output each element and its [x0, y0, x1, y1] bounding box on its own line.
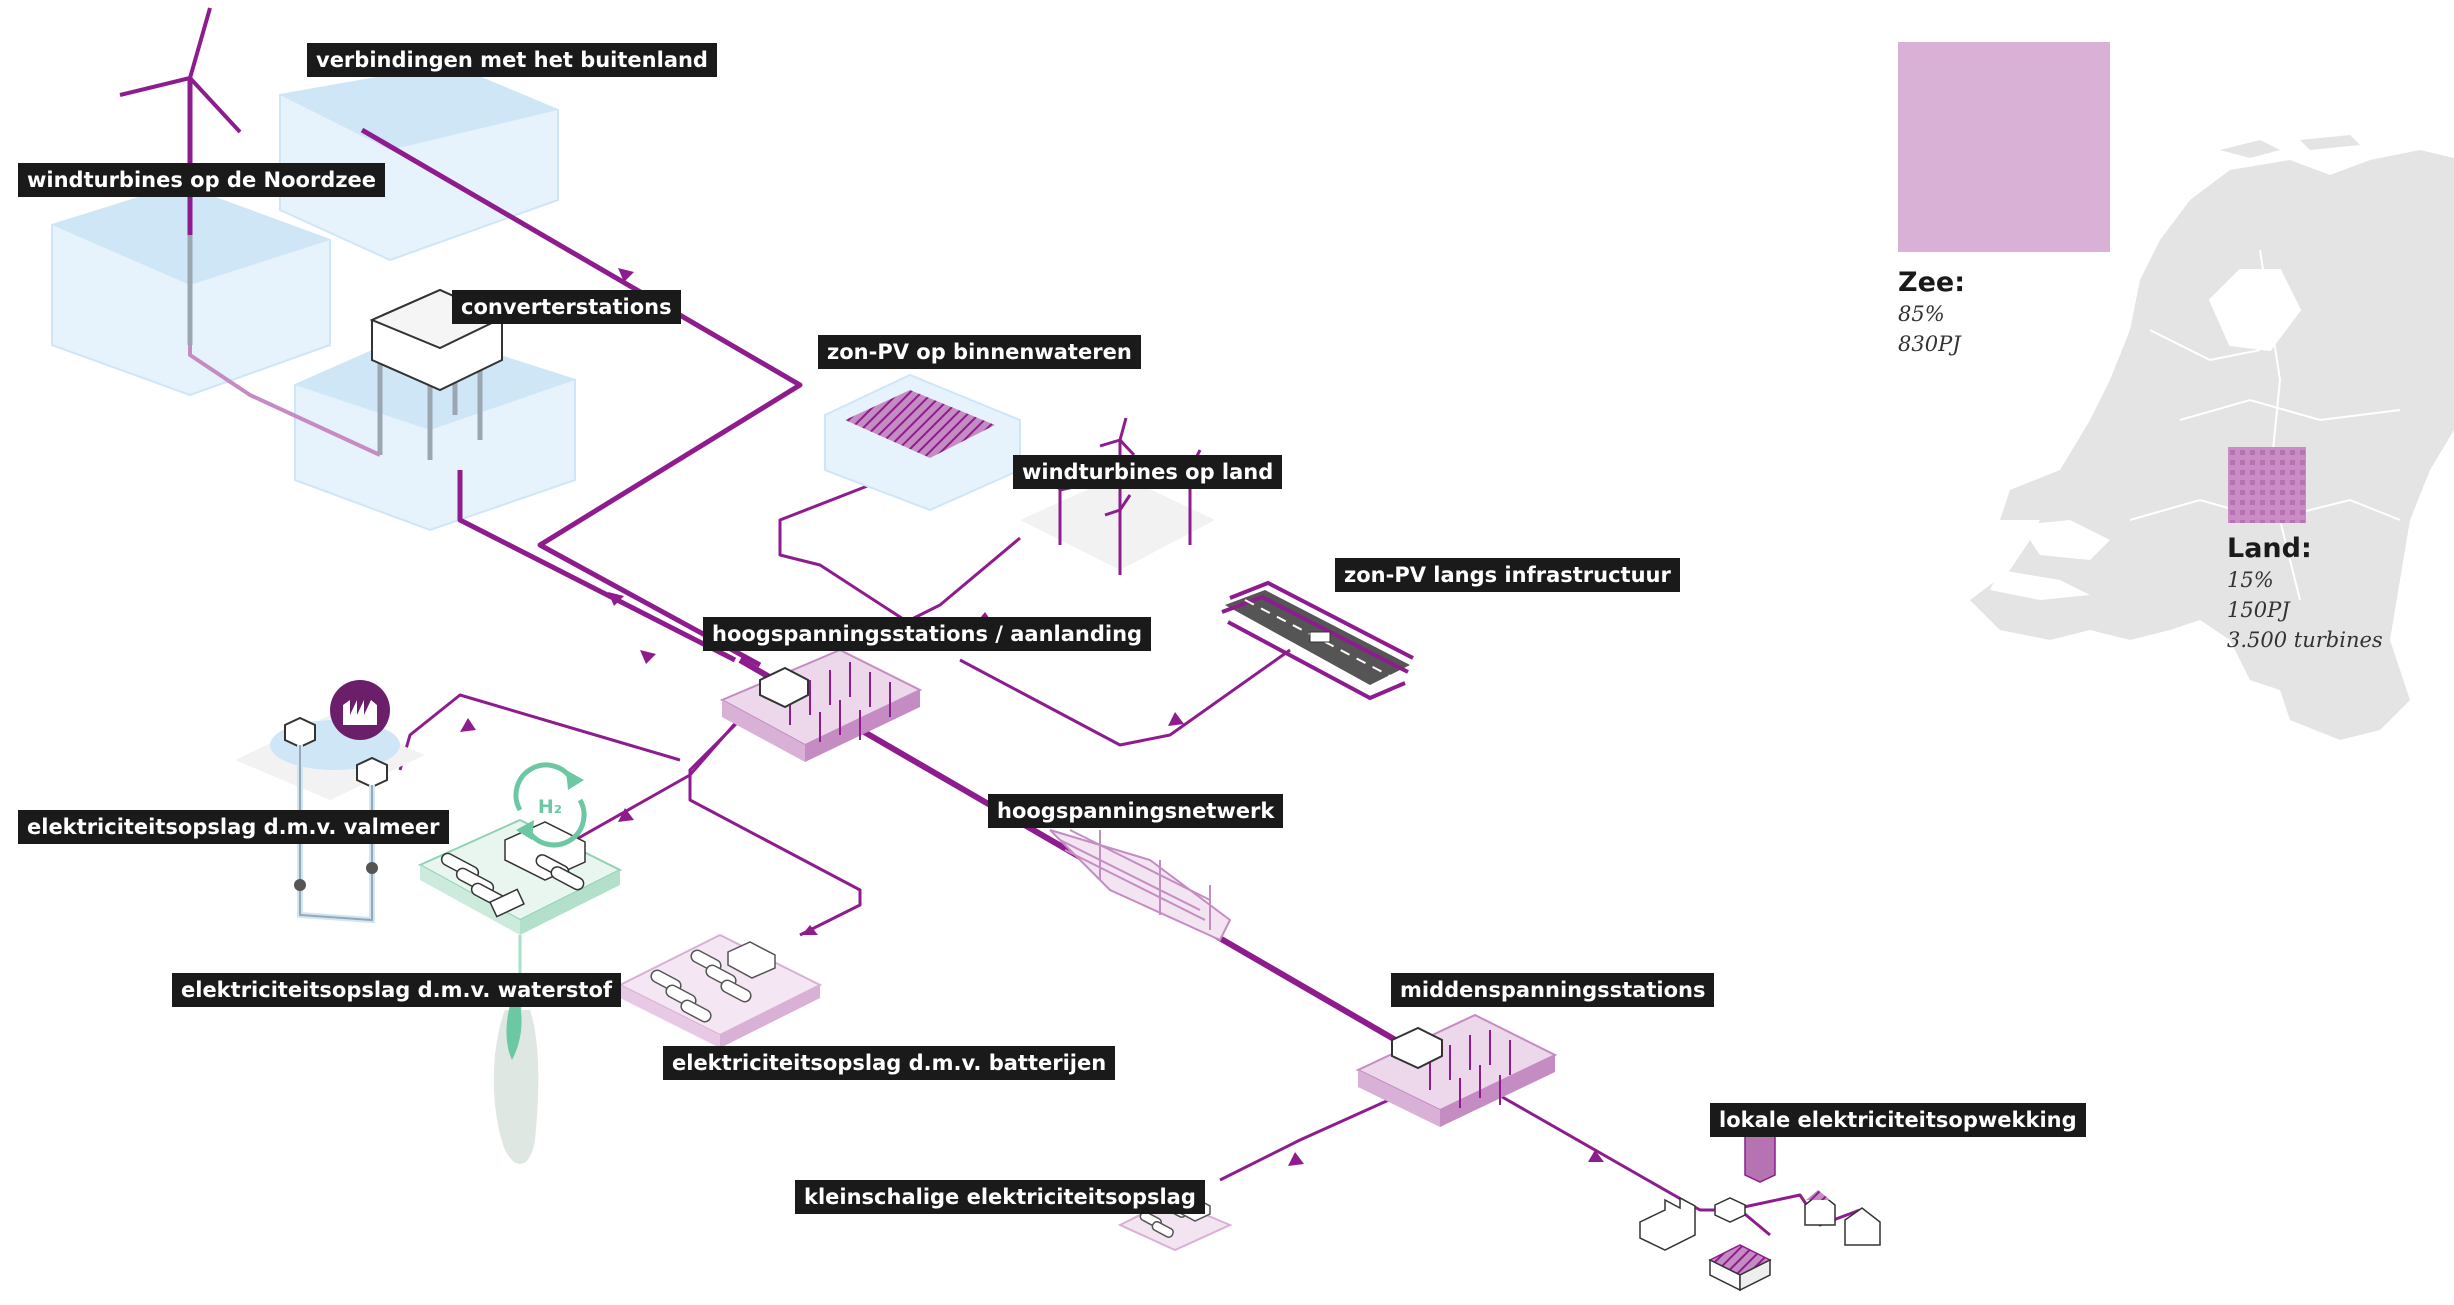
onshore-wind-turbines	[1020, 417, 1215, 575]
highway-pv	[1221, 580, 1414, 701]
label-waterstof: elektriciteitsopslag d.m.v. waterstof	[172, 973, 622, 1007]
netherlands-map	[1970, 135, 2454, 740]
label-zon-pv-binnenwateren: zon-PV op binnenwateren	[818, 335, 1141, 369]
label-valmeer: elektriciteitsopslag d.m.v. valmeer	[18, 810, 449, 844]
legend-zee-title: Zee:	[1898, 267, 1965, 298]
h2-cycle-icon: H₂	[513, 762, 587, 848]
land-share-square	[2228, 447, 2306, 523]
legend-land-percent: 15%	[2227, 568, 2274, 592]
sea-share-square	[1898, 42, 2110, 252]
label-kleinschalige: kleinschalige elektriciteitsopslag	[795, 1180, 1205, 1214]
label-hoogspanningsstations: hoogspanningsstations / aanlanding	[703, 617, 1152, 651]
label-lokale: lokale elektriciteitsopwekking	[1710, 1103, 2086, 1137]
label-middenspanningsstations: middenspanningsstations	[1391, 973, 1715, 1007]
label-verbindingen: verbindingen met het buitenland	[307, 43, 717, 77]
battery-storage	[617, 933, 823, 1048]
high-voltage-pylons	[1049, 829, 1232, 942]
offshore-wind-turbine	[119, 7, 242, 345]
label-zon-pv-infrastructuur: zon-PV langs infrastructuur	[1335, 558, 1680, 592]
high-voltage-station	[719, 648, 923, 762]
legend-zee-percent: 85%	[1898, 302, 1945, 326]
label-converterstations: converterstations	[452, 290, 681, 324]
label-windturbines-noordzee: windturbines op de Noordzee	[18, 163, 386, 197]
medium-voltage-station	[1355, 1013, 1558, 1127]
label-batterijen: elektriciteitsopslag d.m.v. batterijen	[663, 1046, 1116, 1080]
legend-land-energy: 150PJ	[2227, 598, 2290, 622]
line-arrows	[460, 268, 1604, 1166]
label-windturbines-land: windturbines op land	[1013, 455, 1283, 489]
h2-text: H₂	[538, 796, 562, 818]
label-hoogspanningsnetwerk: hoogspanningsnetwerk	[988, 794, 1284, 828]
legend-zee-energy: 830PJ	[1898, 332, 1961, 356]
local-generation	[1639, 1127, 1881, 1292]
hydrogen-storage	[417, 818, 623, 1164]
factory-icon	[330, 680, 390, 740]
legend-land-title: Land:	[2227, 533, 2312, 564]
legend-land-turbines: 3.500 turbines	[2227, 628, 2383, 652]
